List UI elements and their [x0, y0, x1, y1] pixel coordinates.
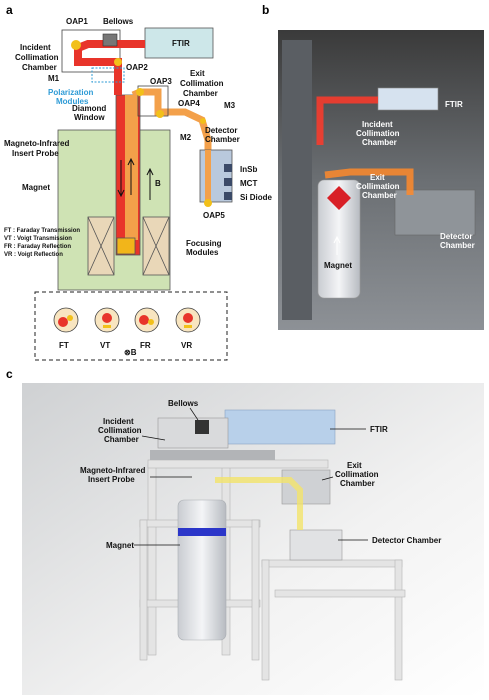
label-detector-2: Chamber: [205, 135, 240, 144]
label-diamond-2: Window: [74, 113, 105, 122]
mode-vt: VT: [95, 308, 119, 350]
photo-label-incident-2: Collimation: [356, 129, 400, 138]
panel-a: a: [4, 3, 273, 360]
label-oap4: OAP4: [178, 99, 200, 108]
photo-label-incident-1: Incident: [362, 120, 393, 129]
panel-label-c: c: [6, 367, 13, 381]
insb-detector: [224, 164, 232, 172]
label-otimes-b: ⊗B: [124, 348, 137, 357]
legend-ft: FT : Faraday Transmission: [4, 228, 80, 234]
legend-fr: FR : Faraday Reflection: [4, 244, 71, 250]
label-oap5: OAP5: [203, 211, 225, 220]
si-diode-detector: [224, 192, 232, 200]
label-m2: M2: [180, 133, 192, 142]
photo-label-exit-3: Chamber: [362, 191, 397, 200]
mode-ft-label: FT: [59, 341, 69, 350]
legend-vr: VR : Voigt Reflection: [4, 252, 63, 258]
panel-b: b FTIR Incident Collimation Chamber Exit…: [262, 3, 484, 330]
label-diamond-1: Diamond: [72, 104, 106, 113]
mode-vr-label: VR: [181, 341, 192, 350]
render-label-incident-3: Chamber: [104, 435, 139, 444]
render-detector-chamber: [290, 530, 342, 560]
label-oap3: OAP3: [150, 77, 172, 86]
oap3-mirror: [136, 88, 144, 96]
render-label-magnet: Magnet: [106, 541, 134, 550]
panel-label-b: b: [262, 3, 269, 17]
render-label-incident-2: Collimation: [98, 426, 142, 435]
mode-ft: FT: [54, 308, 78, 350]
render-table-top: [150, 450, 275, 460]
panel-label-a: a: [6, 3, 13, 17]
render-label-probe-2: Insert Probe: [88, 475, 135, 484]
bellows-shape: [103, 34, 117, 46]
render-incident-chamber: [158, 418, 228, 448]
oap5-mirror: [204, 199, 212, 207]
label-probe-1: Magneto-Infrared: [4, 139, 69, 148]
photo-label-ftir: FTIR: [445, 100, 463, 109]
photo-label-incident-3: Chamber: [362, 138, 397, 147]
label-incident-2: Collimation: [15, 53, 59, 62]
photo-rack: [282, 40, 312, 320]
label-ftir: FTIR: [172, 39, 190, 48]
photo-detector-chamber: [395, 190, 475, 235]
render-label-ftir: FTIR: [370, 425, 388, 434]
legend-vt: VT : Voigt Transmission: [4, 236, 72, 242]
photo-label-exit-2: Collimation: [356, 182, 400, 191]
mode-fr: FR: [135, 308, 159, 350]
render-label-bellows: Bellows: [168, 399, 199, 408]
panel-c: c Bellows: [6, 367, 484, 695]
render-magnet-band: [178, 528, 226, 536]
mct-detector: [224, 178, 232, 186]
photo-ftir: [378, 88, 438, 110]
render-label-detector: Detector Chamber: [372, 536, 441, 545]
label-focusing-1: Focusing: [186, 239, 222, 248]
render-label-exit-1: Exit: [347, 461, 362, 470]
mode-vr: VR: [176, 308, 200, 350]
label-focusing-2: Modules: [186, 248, 219, 257]
render-bellows: [195, 420, 209, 434]
render-ftir: [225, 410, 335, 444]
label-insb: InSb: [240, 165, 257, 174]
photo-label-magnet: Magnet: [324, 261, 352, 270]
label-oap1: OAP1: [66, 17, 88, 26]
photo-label-exit-1: Exit: [370, 173, 385, 182]
oap4-mirror: [156, 110, 164, 118]
label-m3: M3: [224, 101, 236, 110]
render-magnet: [178, 500, 226, 640]
photo-label-detector-2: Chamber: [440, 241, 475, 250]
render-label-exit-2: Collimation: [335, 470, 379, 479]
label-mct: MCT: [240, 179, 257, 188]
render-exit-chamber: [282, 470, 330, 504]
label-polarization-1: Polarization: [48, 88, 93, 97]
label-detector-1: Detector: [205, 126, 237, 135]
label-m1: M1: [48, 74, 60, 83]
photo-label-detector-1: Detector: [440, 232, 472, 241]
label-b-field: B: [155, 179, 161, 188]
render-label-exit-3: Chamber: [340, 479, 375, 488]
label-incident-3: Chamber: [22, 63, 57, 72]
label-si-diode: Si Diode: [240, 193, 273, 202]
label-probe-2: Insert Probe: [12, 149, 59, 158]
render-label-probe-1: Magneto-Infrared: [80, 466, 145, 475]
label-exit-2: Collimation: [180, 79, 224, 88]
label-magnet: Magnet: [22, 183, 50, 192]
oap1-mirror: [71, 40, 81, 50]
focusing-module: [117, 238, 135, 254]
label-exit-3: Chamber: [183, 89, 218, 98]
label-exit-1: Exit: [190, 69, 205, 78]
mode-vt-label: VT: [100, 341, 110, 350]
mode-fr-label: FR: [140, 341, 151, 350]
m3-mirror: [200, 118, 206, 124]
label-bellows: Bellows: [103, 17, 134, 26]
oap2-mirror: [114, 58, 122, 66]
label-incident-1: Incident: [20, 43, 51, 52]
label-oap2: OAP2: [126, 63, 148, 72]
render-label-incident-1: Incident: [103, 417, 134, 426]
